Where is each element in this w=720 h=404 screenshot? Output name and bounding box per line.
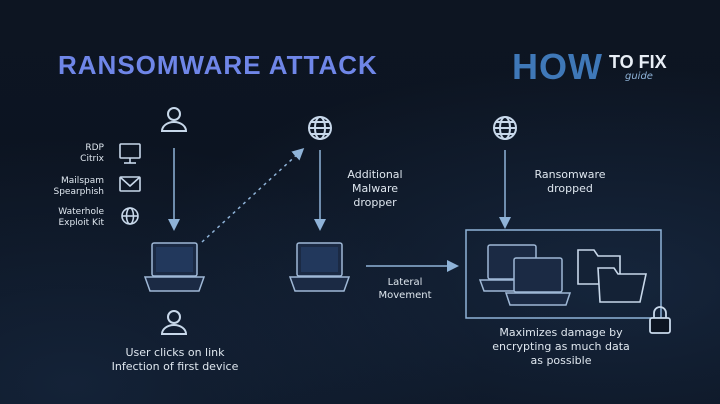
vector-label-rdp: RDP Citrix <box>50 143 104 165</box>
mail-icon <box>119 176 141 192</box>
monitor-icon <box>119 143 141 164</box>
user-icon <box>160 107 188 132</box>
folder-icon-front <box>597 267 647 303</box>
additional-malware-label: Additional Malware dropper <box>347 168 403 209</box>
globe-icon-small <box>121 207 139 225</box>
vector-label-mailspam-text: Mailspam Spearphish <box>53 176 105 197</box>
globe-icon-middle <box>308 116 332 140</box>
logo-tofix: TO FIX <box>609 52 667 72</box>
howtofix-logo: HOW TO FIX guide <box>512 44 672 90</box>
laptop-second-device <box>288 242 351 292</box>
laptop-first-device <box>143 242 206 292</box>
encrypted-zone-box <box>465 229 662 319</box>
user-icon-bottom <box>160 310 188 335</box>
vector-label-rdp-text: RDP Citrix <box>80 143 104 164</box>
page-title: RANSOMWARE ATTACK <box>58 50 378 80</box>
vector-label-mailspam: Mailspam Spearphish <box>46 176 105 198</box>
laptop-box-front <box>504 257 572 306</box>
vector-label-waterhole: Waterhole Exploit Kit <box>46 207 104 229</box>
globe-icon-right <box>493 116 517 140</box>
maximizes-damage-label: Maximizes damage by encrypting as much d… <box>492 326 630 367</box>
logo-how: HOW <box>512 46 603 87</box>
logo-guide: guide <box>625 71 653 82</box>
lateral-movement-label: Lateral Movement <box>378 277 432 301</box>
user-clicks-label: User clicks on link Infection of first d… <box>111 346 239 373</box>
ransomware-dropped-label: Ransomware dropped <box>534 168 606 195</box>
arrow-laptop-to-globe-dotted <box>201 147 305 243</box>
vector-label-waterhole-text: Waterhole Exploit Kit <box>58 207 104 228</box>
lock-icon <box>649 306 671 334</box>
